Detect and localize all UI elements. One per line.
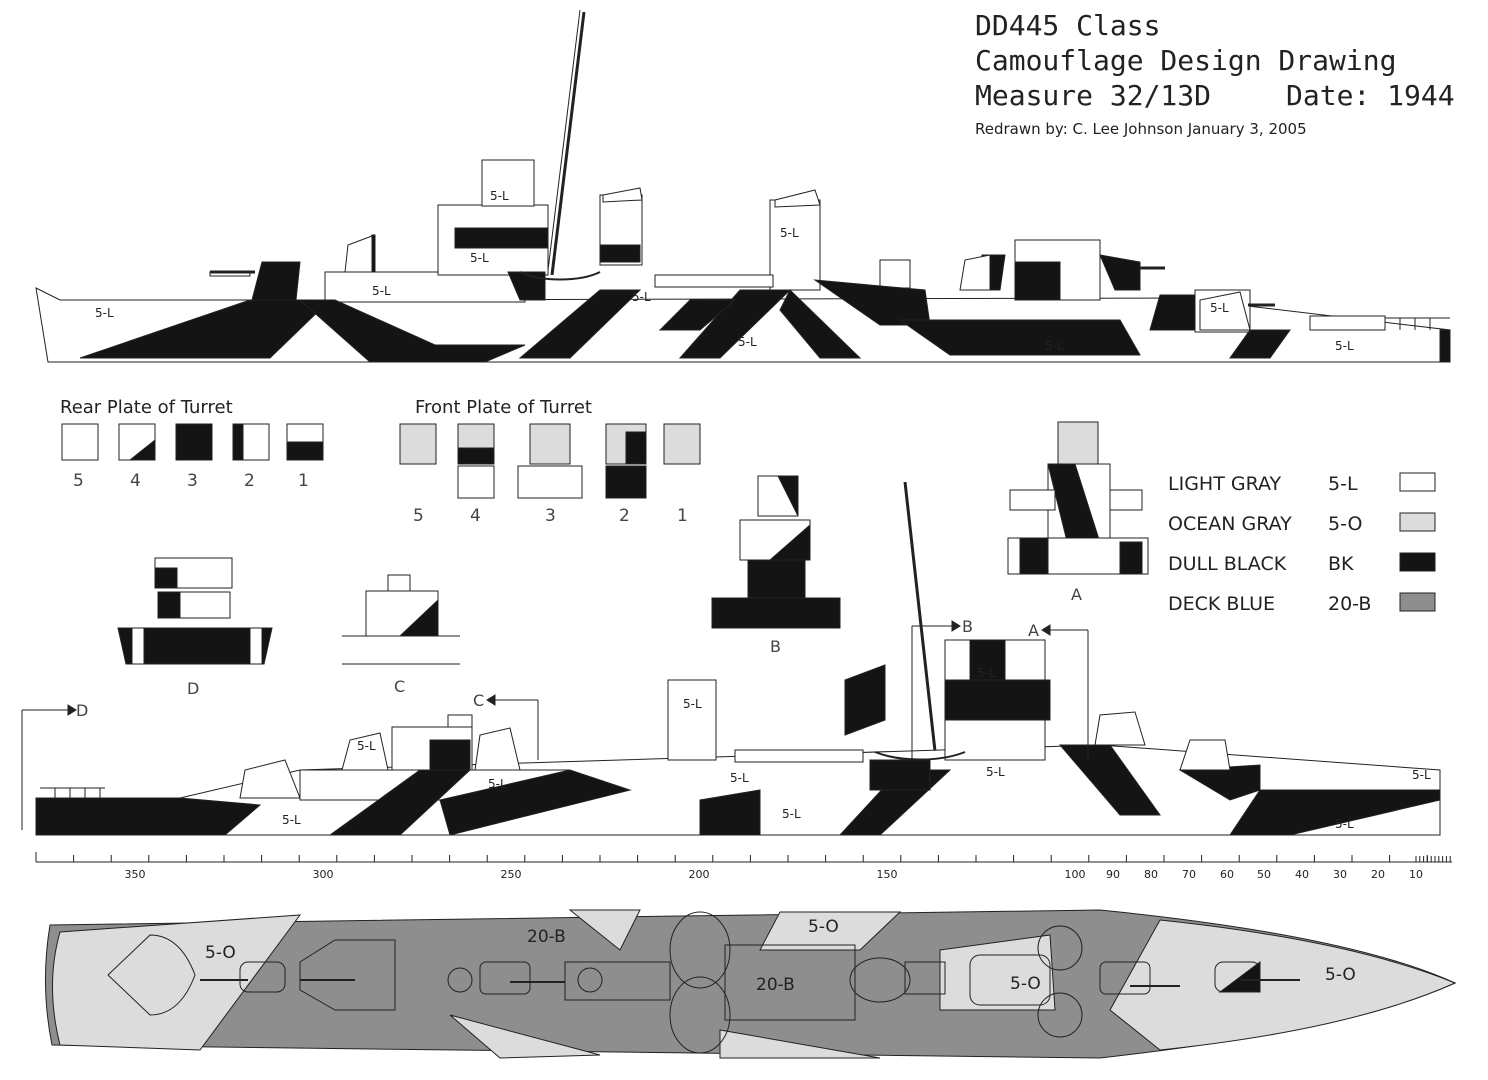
- scale-30: 30: [1333, 868, 1347, 881]
- front-plate-panel: Front Plate of Turret 5 4 3 2 1: [399, 397, 701, 526]
- mast: [550, 11, 586, 276]
- marker-c: C: [473, 691, 484, 710]
- starboard-profile: 5-L 5-L 5-L 5-L 5-L 5-L 5-L 5-L 5-L 5-L: [35, 9, 1451, 363]
- svg-text:5-L: 5-L: [683, 697, 702, 711]
- plan-label-20b-2: 20-B: [756, 975, 795, 995]
- scale-ruler: 350 300 250 200 150 100 90 80 70 60 50 4…: [35, 852, 1452, 881]
- title-line-2: Camouflage Design Drawing: [975, 44, 1396, 77]
- svg-text:4: 4: [470, 506, 481, 526]
- legend: LIGHT GRAY 5-L OCEAN GRAY 5-O DULL BLACK…: [1168, 472, 1436, 615]
- scale-350: 350: [125, 868, 146, 881]
- plan-label-5o-3: 5-O: [1010, 974, 1041, 994]
- scale-20: 20: [1371, 868, 1385, 881]
- marker-a: A: [1028, 621, 1039, 640]
- marker-d: D: [76, 701, 88, 720]
- svg-text:5-L: 5-L: [1412, 768, 1431, 782]
- plan-view: 5-O 20-B 5-O 20-B 5-O 5-O: [44, 909, 1457, 1059]
- title-measure: Measure 32/13D: [975, 79, 1211, 112]
- svg-text:5-L: 5-L: [357, 739, 376, 753]
- section-d-label: D: [187, 679, 199, 698]
- svg-text:5-L: 5-L: [282, 813, 301, 827]
- section-a-label: A: [1071, 585, 1082, 604]
- svg-text:1: 1: [677, 506, 688, 526]
- plan-label-5o-1: 5-O: [205, 943, 236, 963]
- svg-text:5-L: 5-L: [490, 189, 509, 203]
- rear-plate-panel: Rear Plate of Turret 5 4 3 2 1: [60, 397, 324, 491]
- svg-text:5-L: 5-L: [1045, 339, 1064, 353]
- black-band-4: [898, 319, 1141, 356]
- scale-10: 10: [1409, 868, 1423, 881]
- legend-black-swatch: [1399, 552, 1436, 572]
- legend-light-name: LIGHT GRAY: [1168, 473, 1282, 495]
- scale-150: 150: [877, 868, 898, 881]
- legend-ocean-code: 5-O: [1328, 513, 1362, 535]
- scale-80: 80: [1144, 868, 1158, 881]
- plan-label-5o-2: 5-O: [808, 917, 839, 937]
- rear-plate-title: Rear Plate of Turret: [60, 397, 233, 418]
- scale-200: 200: [689, 868, 710, 881]
- svg-text:5-L: 5-L: [730, 771, 749, 785]
- svg-text:5-L: 5-L: [1335, 817, 1354, 831]
- svg-text:5-L: 5-L: [1210, 301, 1229, 315]
- scale-50: 50: [1257, 868, 1271, 881]
- legend-light-code: 5-L: [1328, 473, 1358, 495]
- svg-text:5-L: 5-L: [780, 226, 799, 240]
- marker-b: B: [962, 617, 973, 636]
- section-b: B: [711, 475, 841, 656]
- legend-deck-code: 20-B: [1328, 593, 1371, 615]
- svg-text:2: 2: [244, 471, 255, 491]
- svg-text:1: 1: [298, 471, 309, 491]
- plan-label-20b-1: 20-B: [527, 927, 566, 947]
- title-line-1: DD445 Class: [975, 9, 1160, 42]
- title-credit: Redrawn by: C. Lee Johnson January 3, 20…: [975, 120, 1307, 138]
- svg-text:5: 5: [413, 506, 424, 526]
- legend-black-code: BK: [1328, 553, 1354, 575]
- black-band-2: [518, 289, 642, 359]
- svg-text:5-L: 5-L: [488, 777, 507, 791]
- section-b-label: B: [770, 637, 781, 656]
- port-profile: D C B A 5-L 5-L 5-L 5-L 5-L 5-L 5-L 5-L …: [21, 481, 1441, 836]
- svg-text:2: 2: [619, 506, 630, 526]
- legend-light-swatch: [1399, 472, 1436, 492]
- scale-250: 250: [501, 868, 522, 881]
- svg-text:5-L: 5-L: [1335, 339, 1354, 353]
- legend-deck-swatch: [1399, 592, 1436, 612]
- scale-300: 300: [313, 868, 334, 881]
- legend-deck-name: DECK BLUE: [1168, 593, 1275, 615]
- plan-label-5o-4: 5-O: [1325, 965, 1356, 985]
- svg-text:3: 3: [187, 471, 198, 491]
- scale-40: 40: [1295, 868, 1309, 881]
- title-date: Date: 1944: [1286, 79, 1455, 112]
- svg-text:4: 4: [130, 471, 141, 491]
- svg-text:5-L: 5-L: [632, 290, 651, 304]
- section-d: D: [117, 557, 273, 698]
- label-5l: 5-L: [95, 306, 114, 320]
- svg-text:5-L: 5-L: [470, 251, 489, 265]
- title-block: DD445 Class Camouflage Design Drawing Me…: [975, 9, 1455, 138]
- scale-100: 100: [1065, 868, 1086, 881]
- svg-text:5-L: 5-L: [372, 284, 391, 298]
- scale-70: 70: [1182, 868, 1196, 881]
- svg-text:5-L: 5-L: [977, 666, 996, 680]
- front-plate-title: Front Plate of Turret: [415, 397, 592, 418]
- svg-text:5-L: 5-L: [986, 765, 1005, 779]
- svg-text:5-L: 5-L: [738, 335, 757, 349]
- legend-ocean-name: OCEAN GRAY: [1168, 513, 1292, 535]
- section-c: C: [342, 574, 460, 696]
- scale-60: 60: [1220, 868, 1234, 881]
- section-a: A: [1007, 421, 1149, 604]
- legend-ocean-swatch: [1399, 512, 1436, 532]
- svg-text:5-L: 5-L: [782, 807, 801, 821]
- svg-text:3: 3: [545, 506, 556, 526]
- section-c-label: C: [394, 677, 405, 696]
- svg-text:5: 5: [73, 471, 84, 491]
- legend-black-name: DULL BLACK: [1168, 553, 1287, 575]
- scale-90: 90: [1106, 868, 1120, 881]
